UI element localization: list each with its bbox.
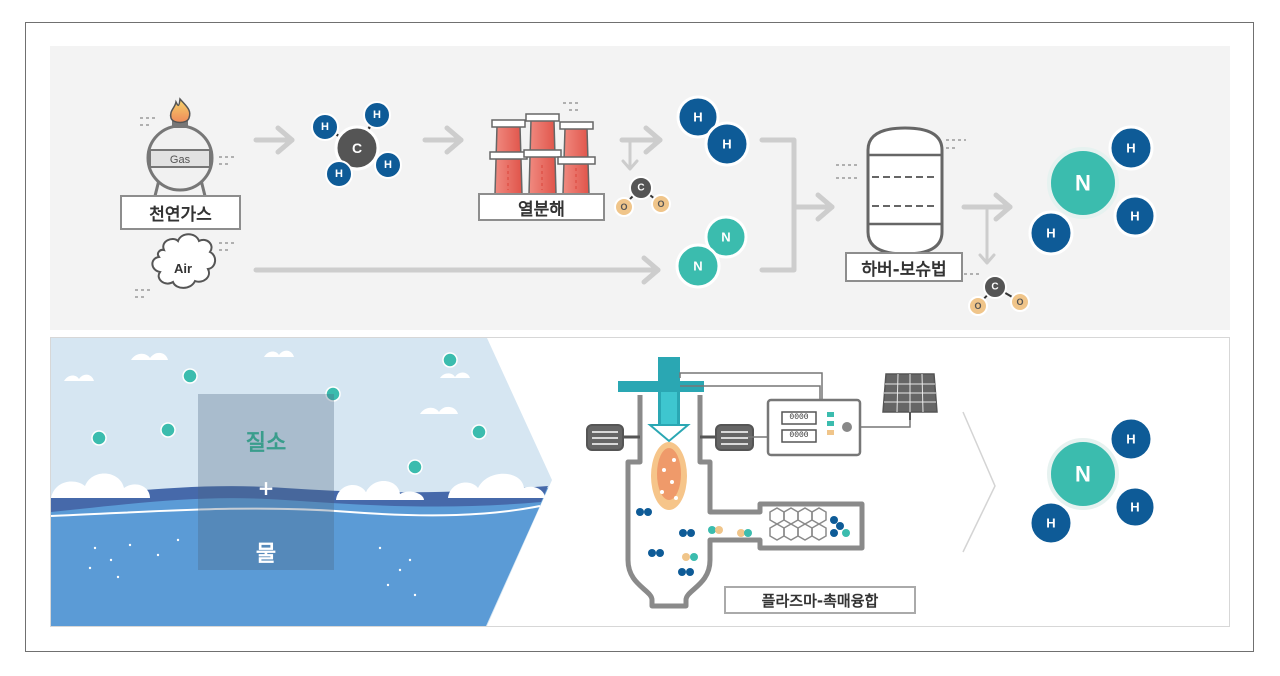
catalyst-icon (750, 501, 865, 551)
co2-molecule (614, 176, 671, 217)
display-reading: 0000 (789, 413, 808, 422)
electrode-left (586, 424, 640, 451)
nitrogen-atom-label: N (1075, 171, 1091, 196)
hydrogen-atom-label: H (384, 159, 392, 171)
plasma-reactor (625, 395, 750, 609)
hydrogen-atom-label: H (1130, 209, 1139, 224)
divider-chevron (962, 411, 996, 553)
reactor-particles (636, 508, 752, 576)
oxygen-atom-label: O (657, 199, 664, 209)
hydrogen-atom-label: H (693, 110, 702, 125)
nitrogen-atom-label: N (1075, 462, 1091, 487)
nitrogen-molecule (675, 215, 748, 289)
nitrogen-atom-label: N (693, 259, 702, 274)
plus-text: + (257, 476, 275, 500)
gas-tank-icon (146, 120, 214, 197)
oxygen-atom-label: O (1016, 297, 1023, 307)
ammonia-molecule-bottom (1028, 416, 1157, 546)
plasma-catalysis-label: 플라즈마-촉매융합 (724, 586, 916, 614)
plasma-flame (651, 442, 687, 510)
air-text: Air (174, 261, 193, 276)
display-reading: 0000 (789, 431, 808, 440)
hydrogen-atom-label: H (1046, 226, 1055, 241)
oxygen-atom-label: O (974, 301, 981, 311)
injector-icon (618, 357, 704, 443)
factory-icon (489, 113, 596, 195)
hydrogen-atom-label: H (1126, 141, 1135, 156)
ammonia-molecule-top (1028, 125, 1157, 256)
water-text: 물 (255, 542, 277, 567)
nitrogen-atom-label: N (721, 230, 730, 245)
hydrogen-atom-label: H (373, 109, 381, 121)
carbon-atom-label: C (991, 282, 998, 293)
control-box-icon (766, 398, 862, 457)
hydrogen-atom-label: H (1046, 516, 1055, 531)
pyrolysis-label: 열분해 (478, 193, 605, 221)
haber-bosch-label: 하버-보슈법 (845, 252, 963, 282)
hydrogen-atom-label: H (722, 137, 731, 152)
co2-molecule (968, 275, 1030, 316)
flow-arrows (253, 125, 1013, 285)
hydrogen-atom-label: H (335, 168, 343, 180)
hydrogen-atom-label: H (1126, 432, 1135, 447)
carbon-atom-label: C (352, 140, 362, 156)
gas-tank-text: Gas (170, 154, 191, 166)
cloud-icon (151, 233, 216, 289)
hydrogen-atom-label: H (1130, 500, 1139, 515)
carbon-atom-label: C (637, 183, 644, 194)
electrode-right (700, 424, 754, 451)
hydrogen-atom-label: H (321, 121, 329, 133)
oxygen-atom-label: O (620, 202, 627, 212)
methane-atoms (311, 101, 402, 188)
flame-icon (169, 97, 191, 124)
natural-gas-label: 천연가스 (120, 195, 241, 230)
solar-panel-icon (882, 373, 938, 420)
figure-frame (25, 22, 1254, 652)
factory-windows (507, 165, 577, 190)
ocean-scene (50, 338, 552, 626)
hydrogen-molecule (676, 95, 750, 167)
nitrogen-text: 질소 (245, 431, 287, 456)
reactor-icon (866, 126, 944, 256)
